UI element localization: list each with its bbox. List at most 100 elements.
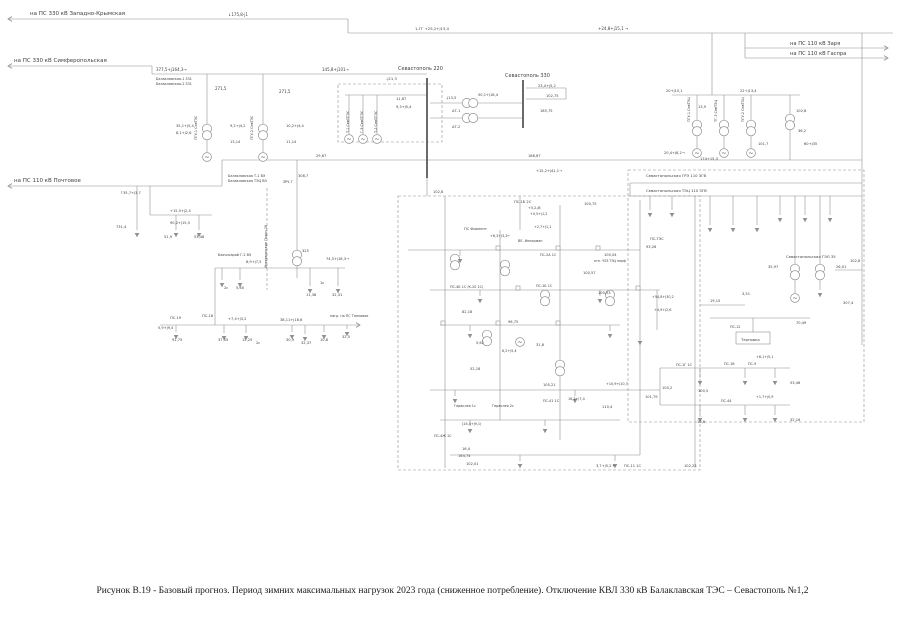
label: на ПС 110 кВ Гаспра: [790, 51, 846, 57]
label: ПС-ТЭС: [650, 237, 664, 241]
label: 96,75: [508, 320, 518, 324]
label: 12,25: [242, 338, 252, 342]
arrow-left-icon: [7, 63, 13, 69]
generator-icon: [258, 152, 268, 162]
load-arrow-icon: [669, 213, 675, 218]
label: 23,4+j5,2: [538, 84, 556, 88]
label: +8,1+j5,1: [756, 355, 773, 359]
transformer-icon: [790, 270, 800, 281]
load-arrow-icon: [467, 429, 473, 434]
load-arrow-icon: [572, 399, 578, 404]
arrow-right-icon: [355, 322, 361, 328]
label: 1с: [320, 281, 324, 285]
load-arrow-icon: [196, 233, 202, 238]
label: 145,8+j101→: [322, 67, 350, 72]
breaker-square-icon: [555, 245, 561, 251]
label: ПС-1В: [724, 362, 735, 366]
generator-symbol: ~: [360, 136, 365, 143]
load-arrow-icon: [597, 299, 603, 304]
transformer-icon: [202, 130, 212, 141]
label: ПС-4Ж 1С: [434, 434, 452, 438]
load-arrow-icon: [344, 332, 350, 337]
label: 102,23: [684, 464, 697, 468]
load-arrow-icon: [173, 335, 179, 340]
label: на ПС 330 кВ Симферопольская: [14, 58, 107, 64]
label: +54,8+j30,2: [652, 295, 674, 299]
dashed-region: [627, 169, 865, 423]
label: ПС-2А 1С: [540, 253, 557, 257]
label: 51,9: [164, 235, 173, 239]
generator-icon: [719, 148, 729, 158]
label: ПС-12: [730, 325, 740, 329]
load-arrow-icon: [307, 289, 313, 294]
transformer-icon: [292, 256, 302, 267]
label: +2,7+j1,1: [534, 225, 551, 229]
label: -j13,5: [446, 96, 456, 100]
label: ПС Фиолент: [464, 227, 487, 231]
label: 100,57: [583, 271, 596, 275]
label: 100,2: [662, 386, 672, 390]
load-arrow-icon: [134, 233, 140, 238]
label: 32,16: [790, 418, 801, 422]
load-arrow-icon: [777, 218, 783, 223]
label: 38,11+j18,6: [280, 318, 303, 322]
figure-caption: Рисунок В.19 - Базовый прогноз. Период з…: [96, 586, 809, 596]
label: ↓175,8-j1: [228, 12, 248, 17]
label: 164,74: [458, 454, 471, 458]
label: 102,8: [433, 190, 444, 194]
label: Гераклея 1с: [454, 404, 476, 408]
label: +7,4+j3,2: [228, 317, 246, 321]
generator-icon: [746, 148, 756, 158]
label: +15,5+j2,4: [170, 209, 191, 213]
label: ПС-41 1С: [543, 399, 560, 403]
label: 307,4: [843, 301, 854, 305]
load-arrow-icon: [517, 464, 523, 469]
breaker-square-icon: [440, 320, 446, 326]
generator-symbol: ~: [748, 150, 753, 157]
breaker-square-icon: [495, 320, 501, 326]
rotated-label: ПГУ-1 СевТЭЦ: [687, 97, 691, 122]
label: +0,5+j1,2: [530, 212, 547, 216]
label: +4,9+j2,6: [654, 308, 671, 312]
label: Севастопольская ГЭЛ 35: [786, 254, 836, 259]
label: 20,4+j8,2→: [664, 151, 685, 155]
load-arrow-icon: [452, 399, 458, 404]
generator-symbol: ~: [204, 154, 209, 161]
label: 29,67: [316, 154, 326, 158]
label: 5,9+j9,4: [158, 326, 174, 330]
label: 100,04: [604, 253, 617, 257]
generator-symbol: ~: [346, 136, 351, 143]
label: Балаклавская-1 331: [156, 77, 192, 81]
label: ПС-18: [202, 314, 214, 318]
label: 308,7: [298, 174, 308, 178]
label: Терновка: [740, 337, 760, 342]
label: 16,3+j7,4: [568, 397, 585, 401]
label: отп. ЧЭЗ ТЭЦ перф: [594, 259, 626, 263]
transformer-icon: [746, 126, 756, 137]
label: 5,60: [236, 286, 245, 290]
label: 2с: [256, 341, 260, 345]
label: 60+j35: [804, 142, 817, 146]
label: ПС-4Б 1С /К-20 1С/: [450, 285, 484, 289]
transformer-icon: [540, 296, 550, 307]
load-arrow-icon: [467, 334, 473, 339]
label: 102,75: [546, 94, 559, 98]
label: 32,31: [332, 293, 342, 297]
label: 5,62: [476, 341, 484, 345]
generator-symbol: ~: [792, 295, 797, 302]
label: 90,2+j15,5: [170, 221, 190, 225]
rotated-label: ПГУ-1 СевТЭС: [194, 115, 198, 140]
label: 32,37: [301, 341, 311, 345]
label: на ПС 110 кВ Заря: [790, 41, 840, 47]
breaker-square-icon: [555, 320, 561, 326]
label: 16,4: [462, 447, 471, 451]
transformer-icon: [468, 98, 479, 108]
rotated-label: ПГУ-2 СевТЭЦ: [741, 97, 745, 122]
label: 8,9+j7,5: [246, 260, 261, 264]
label: 3,7+j5,2 ←: [596, 464, 616, 468]
transformer-icon: [815, 270, 825, 281]
label: 13,9: [698, 105, 707, 109]
label: Севастопольская ГРЭ 110 ЗГВ: [646, 173, 707, 178]
label: +5,2-j8: [528, 206, 541, 210]
